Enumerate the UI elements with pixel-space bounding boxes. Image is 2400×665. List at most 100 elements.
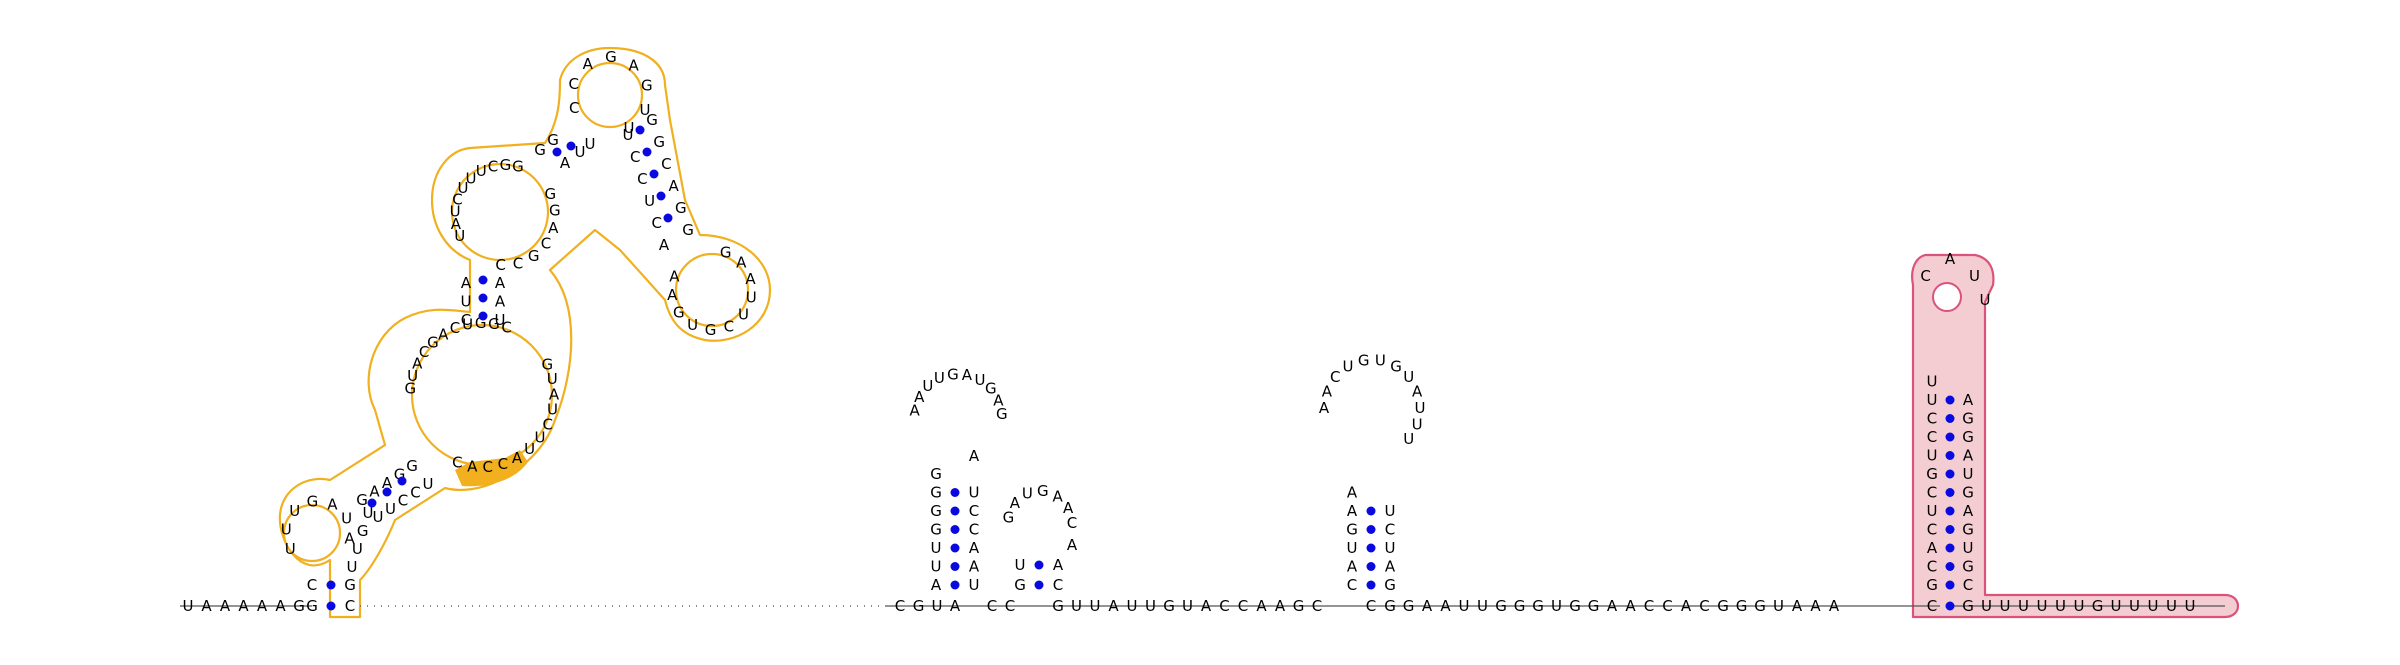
- hairpin-1-nt: C: [969, 502, 979, 520]
- terminator-nt: A: [1963, 447, 1974, 465]
- hairpin-2-loop-nt: A: [1010, 494, 1021, 512]
- hairpin-b-loop-nt: A: [629, 56, 640, 74]
- hairpin-3-nt: G: [1346, 521, 1358, 539]
- mid-linker-1-nt: C: [1238, 597, 1248, 615]
- mid-linker-1-nt: C: [1219, 597, 1229, 615]
- hairpin-2-nt: C: [987, 597, 997, 615]
- hairpin-1-loop-nt: G: [985, 380, 997, 398]
- mid-linker-1-nt: G: [1293, 597, 1305, 615]
- hairpin-3-nt: G: [1384, 576, 1396, 594]
- mid-linker-1-nt: U: [1145, 597, 1156, 615]
- interior-loop-nt: A: [512, 449, 523, 467]
- mid-linker-2-nt: G: [1736, 597, 1748, 615]
- linker-nt: C: [895, 597, 905, 615]
- hairpin-3-loop-nt: U: [1403, 368, 1414, 386]
- terminator-nt: U: [1963, 465, 1974, 483]
- terminator-nt: G: [1962, 521, 1974, 539]
- terminator-nt: A: [1963, 391, 1974, 409]
- upper-loop-nt: G: [512, 158, 524, 176]
- upper-loop-nt: C: [495, 256, 505, 274]
- base-pair-dot: [1366, 580, 1376, 590]
- mid-linker-2-nt: C: [1644, 597, 1654, 615]
- upper-loop-nt: U: [466, 169, 477, 187]
- hairpin-1-nt: A: [950, 597, 961, 615]
- hairpin-c-stem-nt: C: [652, 214, 662, 232]
- base-pair-dot: [1945, 601, 1955, 611]
- hairpin-1-loop-nt: A: [910, 401, 921, 419]
- domain-a-nt: G: [394, 466, 406, 484]
- five-prime-tail-nt: A: [257, 597, 268, 615]
- mid-linker-1-nt: A: [1275, 597, 1286, 615]
- base-pair-dot: [1945, 506, 1955, 516]
- interior-loop-nt: C: [498, 455, 508, 473]
- hairpin-a-loop-nt: U: [281, 520, 292, 538]
- hairpin-a-loop-nt: U: [341, 510, 352, 528]
- base-pair-dot: [1366, 562, 1376, 571]
- hairpin-1-loop-nt: G: [996, 405, 1008, 423]
- hairpin-3-loop-nt: C: [1330, 368, 1340, 386]
- mid-linker-2-nt: A: [1681, 597, 1692, 615]
- hairpin-2-nt: C: [1005, 597, 1015, 615]
- upper-loop-nt: G: [528, 247, 540, 265]
- mid-linker-2-nt: U: [1773, 597, 1784, 615]
- hairpin-2-loop-nt: A: [1063, 499, 1074, 517]
- upper-loop-nt: U: [476, 162, 487, 180]
- five-prime-tail-nt: A: [220, 597, 231, 615]
- three-prime-tail-nt: U: [2018, 597, 2029, 615]
- hairpin-3-loop-nt: U: [1412, 415, 1423, 433]
- three-prime-tail-nt: U: [2148, 597, 2159, 615]
- hairpin-b-loop-nt: G: [641, 77, 653, 95]
- hairpin-1-nt: U: [969, 576, 980, 594]
- hairpin-c-loop-nt: U: [687, 316, 698, 334]
- hairpin-c-stem-nt: U: [623, 126, 634, 144]
- hairpin-1-loop-nt: G: [947, 365, 959, 383]
- upper-loop-nt: C: [541, 235, 551, 253]
- domain-a-nt: G: [406, 457, 418, 475]
- hairpin-3-loop-nt: U: [1375, 352, 1386, 370]
- domain-a-nt: U: [461, 293, 472, 311]
- three-prime-tail-nt: U: [2185, 597, 2196, 615]
- base-pair-dot: [1945, 451, 1955, 460]
- five-prime-tail-nt: A: [238, 597, 249, 615]
- terminator-nt: C: [1963, 576, 1973, 594]
- hairpin-3-nt: C: [1385, 521, 1395, 539]
- domain-a-nt: G: [344, 576, 356, 594]
- hairpin-a-loop-nt: U: [289, 502, 300, 520]
- mid-linker-2-nt: A: [1792, 597, 1803, 615]
- base-pair-dot: [1034, 560, 1044, 570]
- domain-a-nt: A: [495, 293, 506, 311]
- base-pair-dot: [950, 488, 960, 497]
- terminator-nt: C: [1927, 410, 1937, 428]
- terminator-nt: G: [1962, 484, 1974, 502]
- mid-linker-1-nt: G: [1052, 597, 1064, 615]
- mid-linker-2-nt: A: [1607, 597, 1618, 615]
- hairpin-c-stem-nt: C: [661, 155, 671, 173]
- base-pair-dot: [382, 487, 392, 497]
- upper-loop-nt: U: [457, 179, 468, 197]
- base-pair-dot: [950, 562, 960, 571]
- hairpin-b-loop-nt: C: [569, 99, 579, 117]
- base-pair-dot: [950, 525, 960, 534]
- domain-a-nt: U: [423, 475, 434, 493]
- interior-loop-nt: U: [407, 367, 418, 385]
- mid-linker-2-nt: A: [1829, 597, 1840, 615]
- hairpin-1-nt: C: [969, 521, 979, 539]
- mid-linker-2-nt: G: [1495, 597, 1507, 615]
- mid-linker-2-nt: G: [1754, 597, 1766, 615]
- base-pair-dot: [635, 125, 645, 135]
- mid-linker-1-nt: A: [1108, 597, 1119, 615]
- terminator-loop-nt: A: [1945, 250, 1956, 268]
- mid-linker-2-nt: U: [1459, 597, 1470, 615]
- hairpin-c-stem-nt: A: [659, 236, 670, 254]
- three-prime-tail-nt: U: [2055, 597, 2066, 615]
- base-pair-dot: [950, 543, 960, 553]
- hairpin-1-nt: G: [930, 484, 942, 502]
- domain-a-nt: U: [347, 558, 358, 576]
- hairpin-1-nt: U: [931, 539, 942, 557]
- domain-a-nt: C: [398, 492, 408, 510]
- domain-a-nt: U: [385, 500, 396, 518]
- mid-linker-1-nt: A: [1201, 597, 1212, 615]
- hairpin-c-loop-nt: A: [667, 286, 678, 304]
- hairpin-3-nt: A: [1347, 502, 1358, 520]
- hairpin-2-loop-nt: C: [1067, 514, 1077, 532]
